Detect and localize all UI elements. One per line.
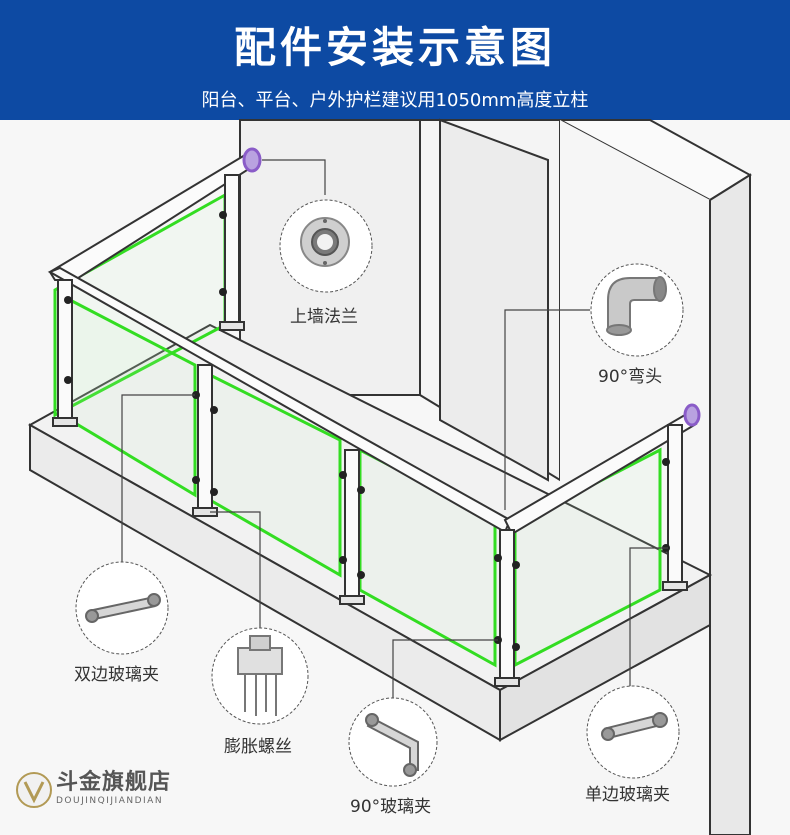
expansion-bolt-part bbox=[237, 635, 283, 716]
label-double-clip: 双边玻璃夹 bbox=[74, 665, 159, 685]
label-clip-90: 90°玻璃夹 bbox=[350, 797, 432, 817]
base-3 bbox=[339, 595, 365, 605]
page-title: 配件安装示意图 bbox=[233, 23, 556, 72]
post-2 bbox=[197, 364, 213, 511]
post-bases bbox=[52, 321, 688, 687]
leader-90-clip bbox=[392, 639, 498, 698]
double-clip-part bbox=[85, 593, 161, 623]
brand-badge: 斗金旗舰店 DOUJINQIJIANDIAN bbox=[14, 760, 194, 820]
wall-flange-part bbox=[300, 217, 350, 267]
elbow-part bbox=[606, 276, 667, 336]
flange-top bbox=[242, 147, 262, 173]
leader-lines bbox=[121, 159, 668, 698]
leader-expansion-bolt bbox=[210, 511, 261, 628]
leader-wall-flange bbox=[262, 159, 326, 195]
leader-single-clip bbox=[629, 547, 668, 688]
label-single-clip: 单边玻璃夹 bbox=[585, 785, 670, 805]
wall-side bbox=[709, 173, 751, 835]
label-expansion-bolt: 膨胀螺丝 bbox=[224, 737, 292, 757]
header-banner: 配件安装示意图 阳台、平台、户外护栏建议用1050mm高度立柱 bbox=[0, 0, 790, 120]
base-4 bbox=[494, 677, 520, 687]
brand-name: 斗金旗舰店 bbox=[56, 769, 172, 795]
post-back bbox=[224, 174, 240, 326]
single-clip-part bbox=[601, 712, 668, 741]
post-4 bbox=[499, 529, 515, 681]
clip-90-part bbox=[365, 713, 419, 777]
flanges bbox=[242, 147, 701, 427]
label-elbow-90: 90°弯头 bbox=[598, 367, 663, 387]
flange-right bbox=[683, 403, 701, 427]
base-1 bbox=[52, 417, 78, 427]
post-5 bbox=[667, 424, 683, 586]
posts bbox=[57, 174, 683, 681]
slab-side bbox=[499, 573, 711, 742]
base-5 bbox=[662, 581, 688, 591]
base-back bbox=[219, 321, 245, 331]
page-subtitle: 阳台、平台、户外护栏建议用1050mm高度立柱 bbox=[201, 90, 589, 111]
callout-expansion-bolt bbox=[211, 627, 309, 725]
brand-logo-icon bbox=[16, 772, 52, 808]
post-3 bbox=[344, 449, 360, 599]
callout-90-clip bbox=[348, 697, 438, 787]
label-wall-flange: 上墙法兰 bbox=[290, 307, 358, 327]
window-opening bbox=[439, 118, 549, 482]
leader-elbow bbox=[504, 309, 590, 510]
leader-double-clip bbox=[121, 394, 195, 562]
brand-romanized: DOUJINQIJIANDIAN bbox=[56, 796, 164, 806]
